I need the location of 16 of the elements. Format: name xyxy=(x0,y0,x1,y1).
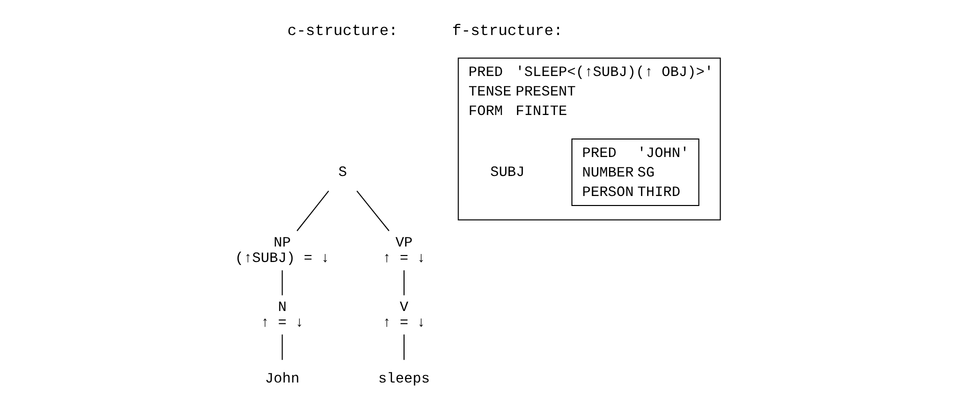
node-text: VP ↑ = ↓ xyxy=(382,235,426,267)
node-box: PRED 'JOHN' NUMBER SG PERSON THIRD xyxy=(570,138,699,206)
node-text: NP (↑SUBJ) = ↓ xyxy=(234,235,329,267)
connector xyxy=(356,190,389,231)
node-text: S xyxy=(338,164,346,181)
connector xyxy=(403,334,404,360)
label: f-structure: xyxy=(452,22,562,40)
connector xyxy=(296,190,329,231)
node-text: V ↑ = ↓ xyxy=(382,300,426,331)
connector xyxy=(403,270,404,295)
connector xyxy=(281,270,282,295)
node-text: N ↑ = ↓ xyxy=(260,300,304,331)
connector xyxy=(281,334,282,360)
label: c-structure: xyxy=(286,22,398,40)
node-text: sleeps xyxy=(378,370,430,387)
node-text: John xyxy=(264,370,299,387)
